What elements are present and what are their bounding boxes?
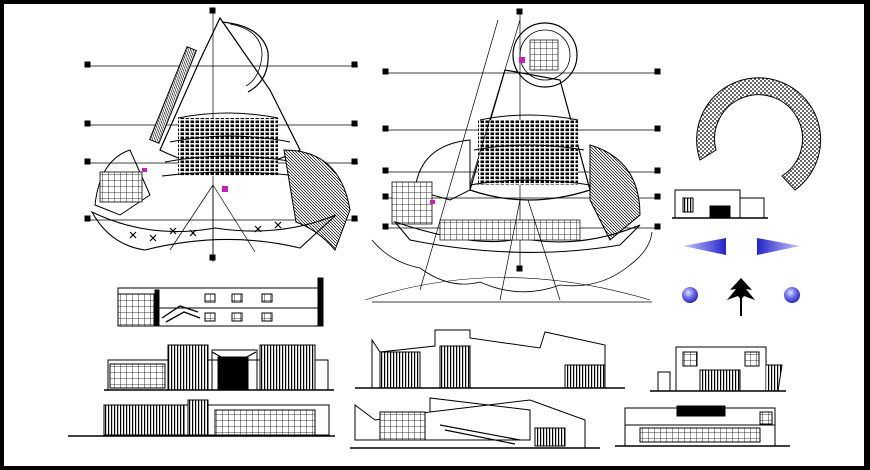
section-mid-lower (350, 397, 600, 449)
blue-orb-icon (682, 287, 698, 303)
blue-orb-icon (784, 287, 800, 303)
symbols (682, 238, 800, 316)
ring-detail (696, 77, 822, 191)
plan-right (364, 8, 661, 303)
plan-left (84, 7, 358, 262)
small-elevation-right (672, 189, 768, 219)
elevation-right-upper (650, 346, 786, 392)
light-fan-icon (757, 238, 800, 255)
light-fan-icon (683, 238, 726, 255)
elevation-mid-upper (355, 329, 625, 389)
elevation-rear-left (68, 399, 335, 437)
tree-icon (727, 278, 755, 316)
elevation-front-left (104, 344, 334, 391)
section-right-lower (615, 405, 790, 447)
section-long-left (117, 277, 324, 327)
